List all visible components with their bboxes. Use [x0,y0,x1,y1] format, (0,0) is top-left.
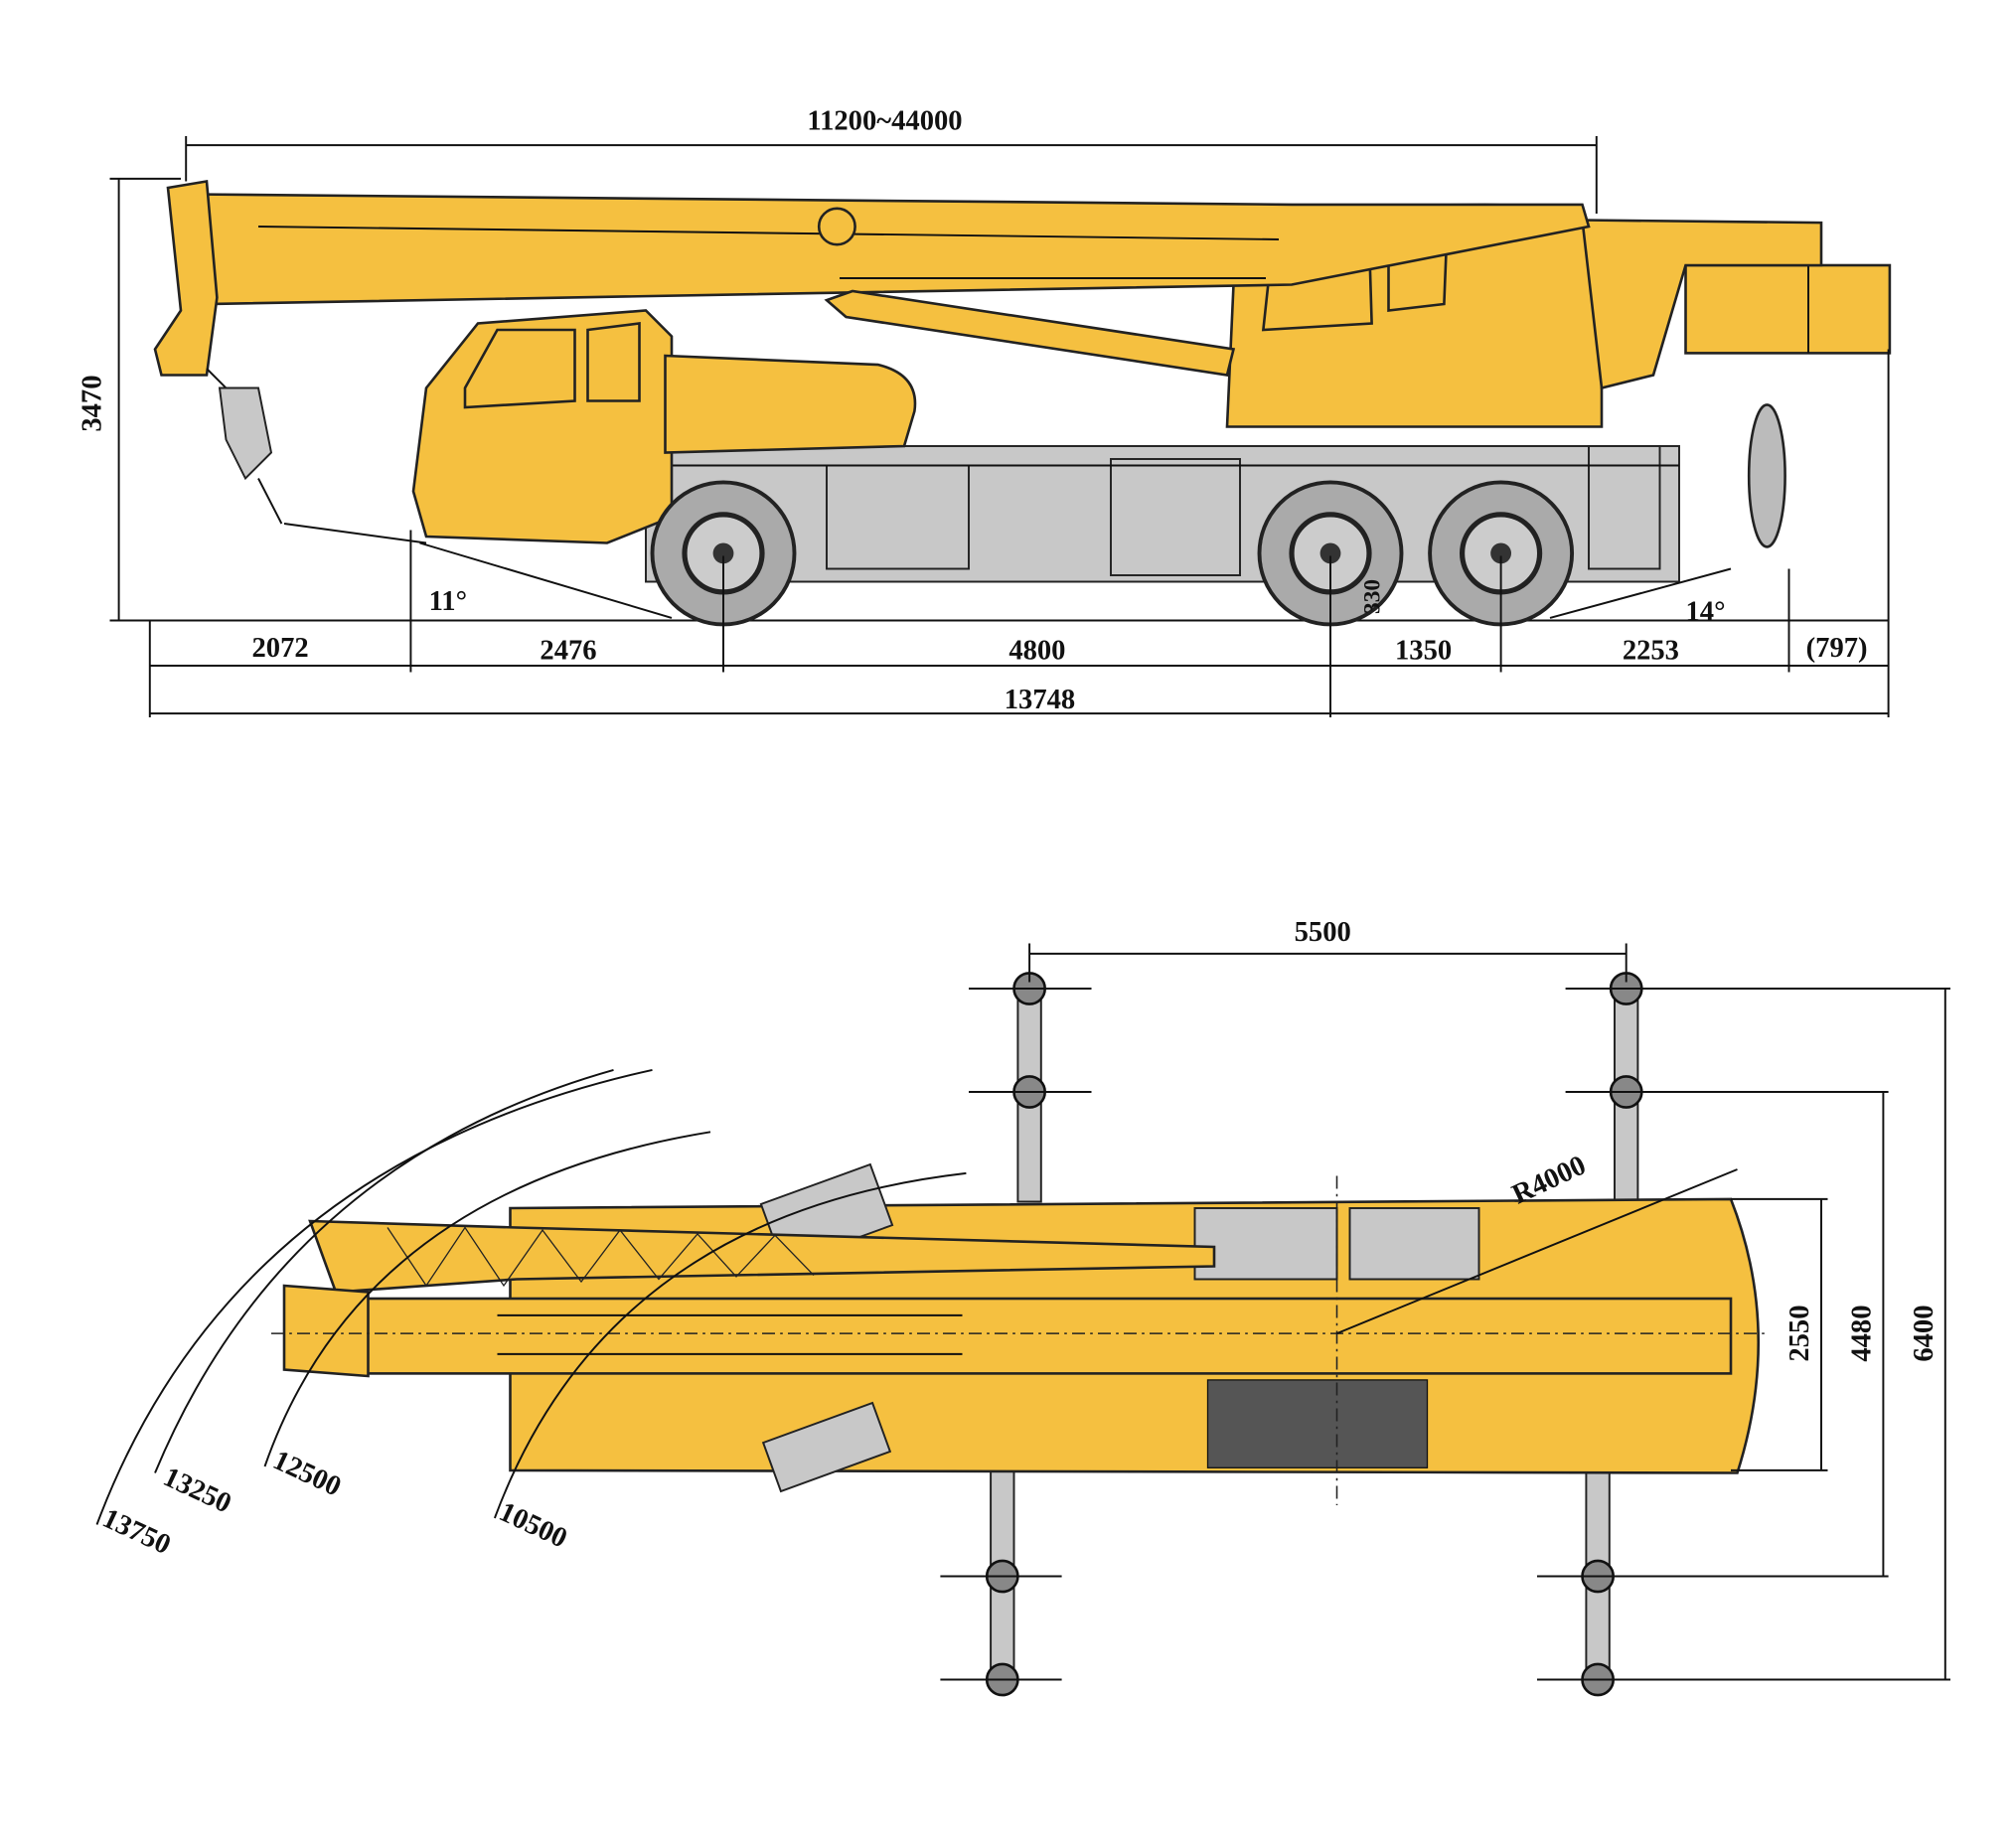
engine-cover [664,354,917,454]
luffing-cylinder [824,289,1236,377]
turning-radius-label: 12500 [268,1445,346,1502]
boom-length-label: 11200~44000 [807,106,962,137]
segment-label: 2253 [1623,636,1679,667]
width-label: 2550 [1784,1306,1815,1362]
approach-angle-label: 11° [429,586,467,617]
rear-wheel-1 [1257,480,1404,627]
turning-radius-arc [493,1171,967,1519]
segment-label: 2072 [252,633,309,664]
boom-head [153,179,219,377]
turning-radius-arc [263,1131,711,1467]
width-label: 4480 [1846,1306,1877,1362]
turning-radius-arc [95,1068,653,1525]
front-wheel [650,480,797,627]
overall-length-label: 13748 [1005,685,1075,715]
boom-head-top [282,1284,370,1378]
segment-label: 1350 [1395,636,1452,667]
turning-radius-label: 10500 [495,1496,572,1554]
engine-grille [1206,1379,1429,1468]
segment-label: 4800 [1008,636,1065,667]
turning-radius-label: 13250 [159,1462,236,1519]
ground-clearance-label: 330 [1359,579,1385,614]
segment-label: (797) [1806,633,1868,664]
outrigger-span-label: 5500 [1295,917,1351,948]
rear-wheel-2 [1428,480,1575,627]
segment-label: 2476 [540,636,596,667]
turning-radius-arc [154,1068,614,1473]
top-view: 13750 13250 12500 10500 R4000 5500 2550 … [95,917,1950,1697]
departure-angle-label: 14° [1685,597,1725,628]
side-view: 11200~44000 3470 [77,106,1892,717]
hook-block [218,386,273,481]
counterweight [1684,263,1892,355]
spare-wheel [1747,403,1786,548]
boom-top [347,1297,1733,1375]
driver-cab [411,309,674,544]
turning-radius-label: 13750 [97,1503,175,1561]
height-label: 3470 [77,376,107,432]
width-label: 6400 [1909,1306,1939,1362]
